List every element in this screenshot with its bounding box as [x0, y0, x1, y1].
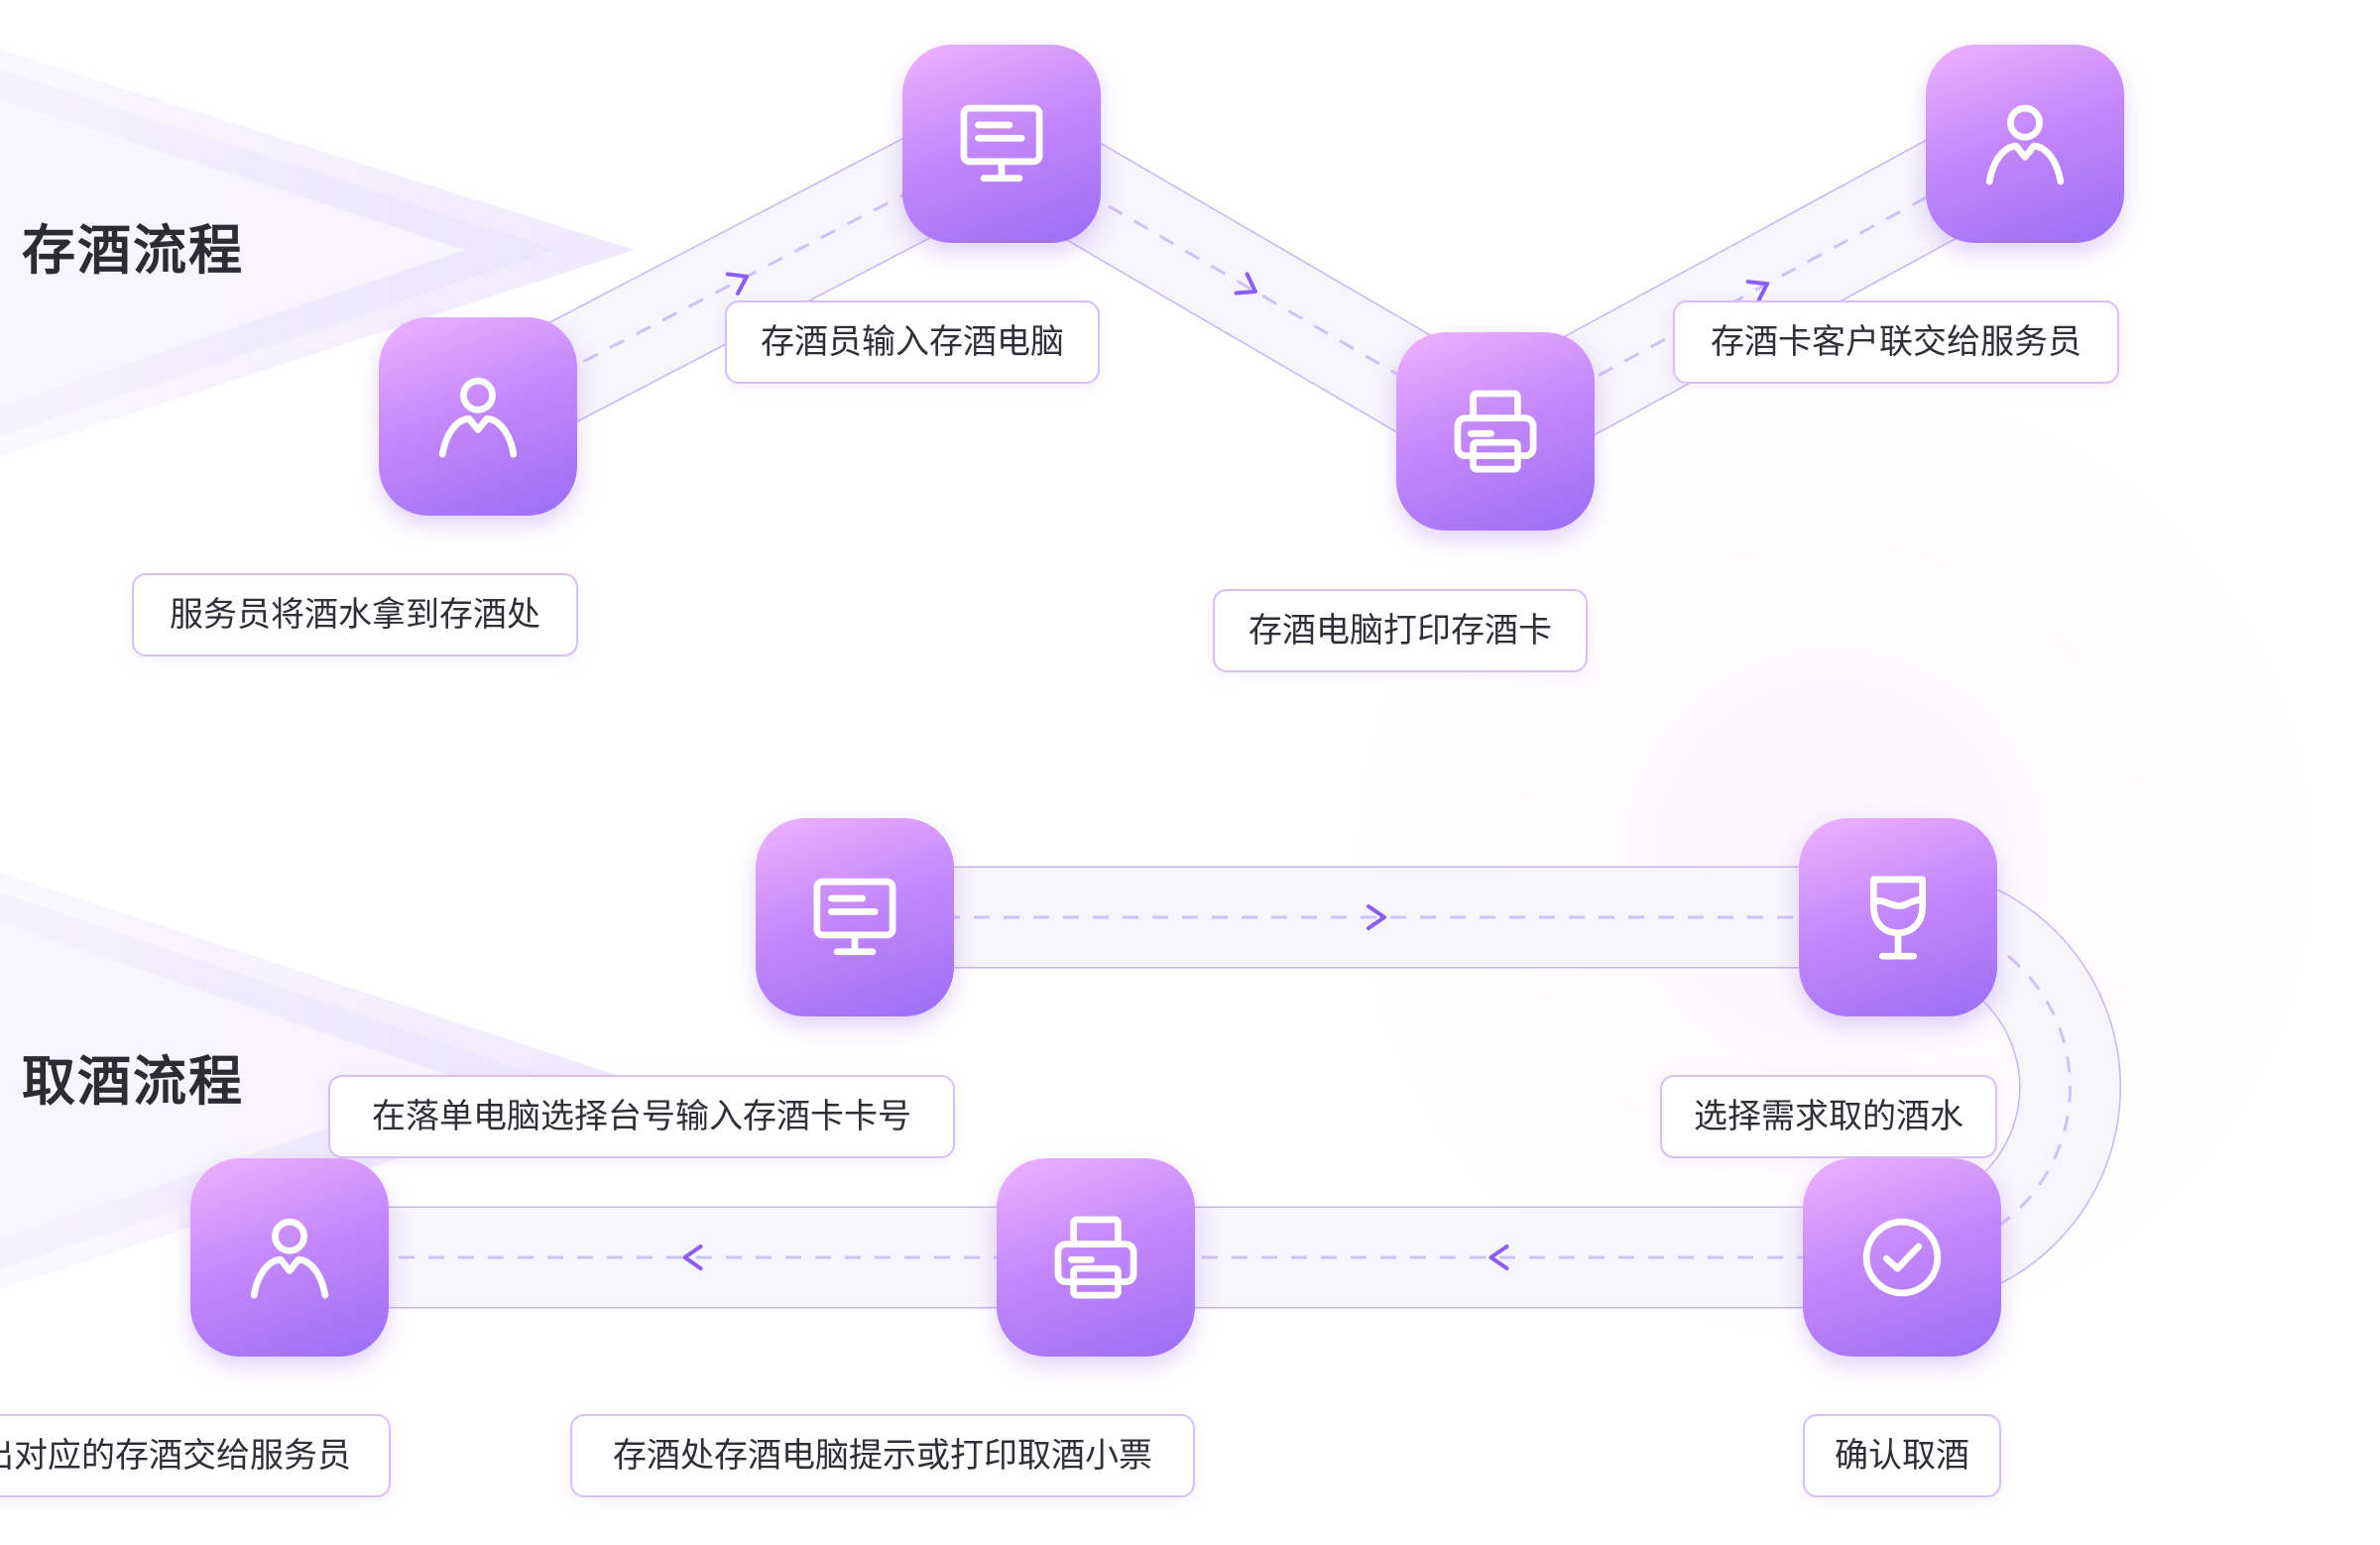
step-icon-tile [190, 1158, 389, 1357]
section-title: 取酒流程 [22, 1050, 244, 1113]
flow-step [190, 1158, 389, 1357]
wine-glass-icon [1843, 862, 1954, 973]
monitor-icon [799, 862, 910, 973]
step-label: 选择需求取的酒水 [1660, 1075, 1997, 1158]
flow-step [379, 317, 577, 516]
person-icon [1969, 88, 2081, 199]
step-icon-tile [756, 818, 954, 1016]
flow-step [1926, 45, 2124, 243]
step-label: 在落单电脑选择台号输入存酒卡卡号 [328, 1075, 955, 1158]
monitor-icon [946, 88, 1057, 199]
chevron-decoration [0, 922, 466, 1240]
step-label: 存酒处存酒电脑提示或打印取酒小票 [570, 1414, 1195, 1497]
flow-arrow-icon [1488, 1245, 1509, 1270]
step-label: 存酒员输入存酒电脑 [725, 300, 1100, 384]
chevron-decoration [0, 99, 466, 407]
flow-step [1799, 818, 1997, 1016]
flow-step [1396, 332, 1595, 531]
step-icon-tile [1803, 1158, 2001, 1357]
flow-step [756, 818, 954, 1016]
step-icon-tile [379, 317, 577, 516]
flow-arrow-icon [1745, 280, 1770, 303]
flow-step [1803, 1158, 2001, 1357]
check-circle-icon [1846, 1202, 1958, 1313]
flow-step [902, 45, 1101, 243]
person-icon [422, 361, 534, 472]
flow-arrow-icon [1367, 904, 1386, 930]
flow-step [997, 1158, 1195, 1357]
step-label: 存酒电脑打印存酒卡 [1213, 589, 1588, 672]
step-label: 服务员将酒水拿到存酒处 [132, 573, 578, 656]
flow-arrow-icon [682, 1245, 703, 1270]
step-icon-tile [997, 1158, 1195, 1357]
step-icon-tile [902, 45, 1101, 243]
step-label: 确认取酒 [1803, 1414, 2001, 1497]
person-icon [234, 1202, 345, 1313]
step-label: 存酒卡客户联交给服务员 [1673, 300, 2119, 384]
step-icon-tile [1926, 45, 2124, 243]
flow-arrow-icon [725, 272, 750, 296]
section-title: 存酒流程 [22, 219, 244, 282]
printer-icon [1040, 1202, 1151, 1313]
printer-icon [1440, 376, 1551, 487]
step-icon-tile [1799, 818, 1997, 1016]
step-label: 找出对应的存酒交给服务员 [0, 1414, 391, 1497]
step-icon-tile [1396, 332, 1595, 531]
flow-arrow-icon [1234, 272, 1257, 296]
